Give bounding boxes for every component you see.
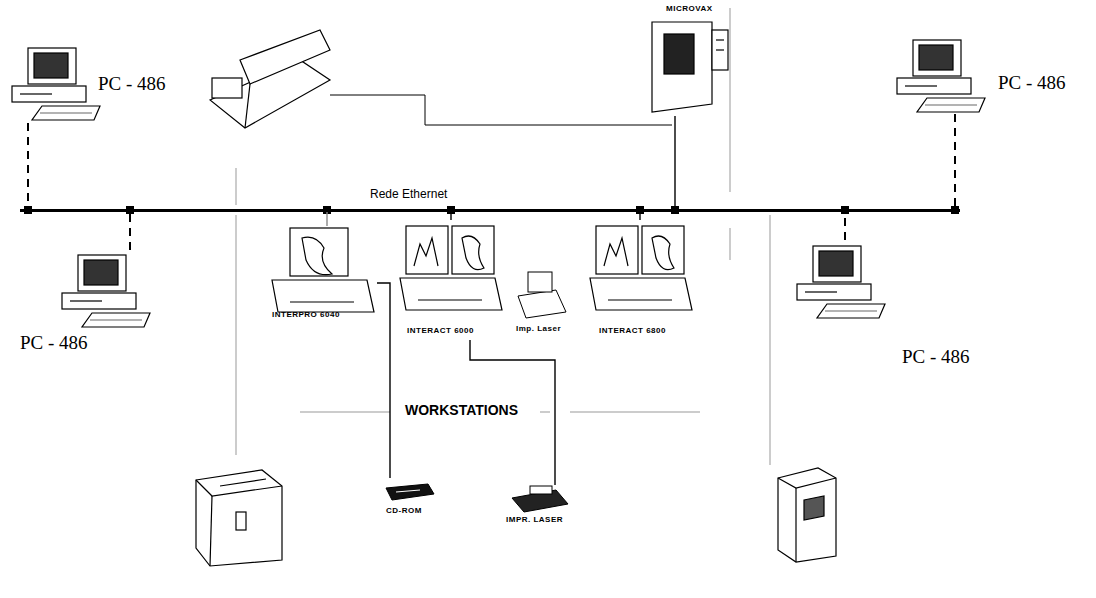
network-cable [450,212,451,220]
plotter-wire [330,95,672,125]
pc-icon [797,246,885,318]
pc-icon [897,40,985,112]
device-group: PC - 486 [18,250,158,360]
network-label: Rede Ethernet [370,187,447,201]
device-group: PC - 486 [893,36,1088,114]
device-label: CD-ROM [386,506,422,515]
pc-icon [12,48,100,120]
dashed-link [954,114,956,209]
cdrom-icon [386,484,434,500]
laser-printer-icon [518,272,566,318]
network-cable [674,116,675,209]
network-cable [377,283,390,478]
device-group: INTERACT 6800 [585,220,703,340]
microvax-icon [652,22,728,112]
plotter-icon [210,30,330,128]
laser-printer-icon [512,486,568,512]
device-label: PC - 486 [98,73,166,95]
device-label: INTERACT 6000 [407,326,474,335]
dashed-link [844,212,846,240]
workstation-icon [590,226,692,310]
device-group: IMPR. LASER [500,485,585,530]
device-label: Imp. Laser [516,324,561,333]
workstation-icon [272,228,374,312]
scanner-cabinet-icon [778,468,836,562]
label-holder: WORKSTATIONS [405,402,518,418]
device-label: PC - 486 [998,72,1066,94]
device-label: PC - 486 [20,332,88,354]
dashed-link [27,123,29,209]
network-cable [639,212,640,220]
device-group: MICROVAX [640,4,740,116]
device-group: INTERPRO 6040 [262,226,377,324]
device-label: INTERACT 6800 [599,326,666,335]
pc-icon [62,255,150,327]
network-cable [326,212,327,226]
device-label: IMPR. LASER [506,515,563,524]
device-group: Imp. Laser [512,268,582,338]
device-icons [12,22,985,566]
dashed-link [129,212,131,250]
workstation-icon [400,226,502,310]
group-title: WORKSTATIONS [405,402,518,418]
device-group: INTERACT 6000 [395,220,510,340]
plotter-cabinet-icon [196,470,282,566]
device-label: MICROVAX [666,4,713,13]
device-group: PC - 486 [790,240,1005,370]
device-label: PC - 486 [902,346,970,368]
device-group: CD-ROM [380,478,440,520]
device-group: PC - 486 [8,45,188,123]
ethernet-bus: Rede Ethernet [20,209,960,212]
device-label: INTERPRO 6040 [272,310,340,319]
